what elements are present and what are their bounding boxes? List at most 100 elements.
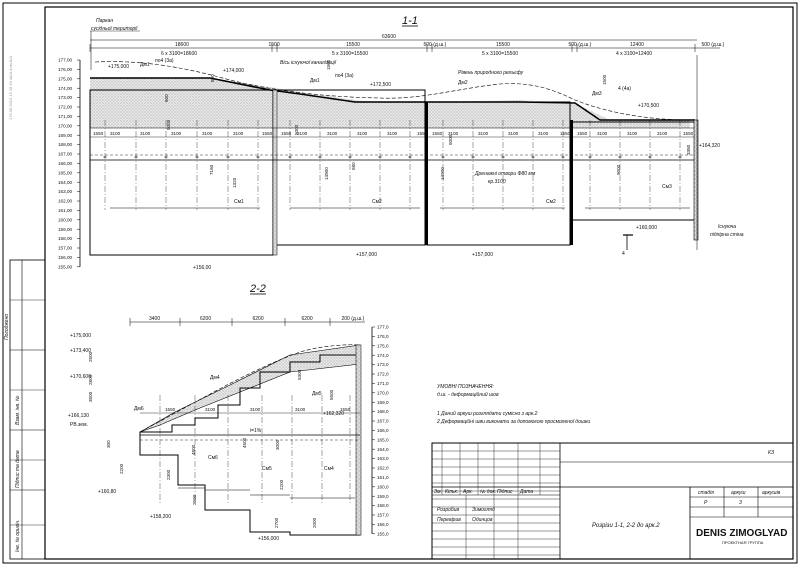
scale-tick: 168,00 — [58, 142, 72, 147]
fence-label-2: сусідньої території — [91, 26, 138, 32]
elevation-scale-1: 177,00176,00175,00174,00173,00172,00171,… — [58, 58, 81, 269]
span-dim-2: 3400 — [149, 316, 160, 322]
scale-tick: 176,00 — [58, 67, 72, 72]
stage-header: стадія — [698, 490, 714, 496]
scale-tick-2: 174,0 — [377, 353, 389, 358]
scale-tick-2: 177,0 — [377, 325, 389, 330]
scale-tick: 177,00 — [58, 58, 72, 63]
stage-value: Р — [704, 500, 708, 506]
h-dim: 3100 — [202, 131, 213, 136]
mark-174: +174,000 — [223, 68, 244, 74]
section-2-title: 2-2 — [249, 283, 266, 295]
v-dim: 3380 — [686, 144, 691, 155]
slab2-sm5: См5 — [262, 466, 272, 472]
title-block-header: Кільк. — [445, 489, 458, 495]
scale-tick-2: 159,0 — [377, 494, 389, 499]
scale-tick-2: 173,0 — [377, 362, 389, 367]
h-dim-2: 3100 — [205, 407, 216, 412]
h-dim: 1550 — [262, 131, 273, 136]
mark2-173-4: +173,400 — [70, 348, 91, 354]
v-dim-2: 5300 — [297, 369, 302, 380]
scale-tick-2: 167,0 — [377, 419, 389, 424]
mark2-162-32: +162,320 — [323, 411, 344, 417]
slab2-sm6: См6 — [208, 455, 218, 461]
stamp-agreed: Погоджено — [4, 314, 10, 340]
scale-tick: 166,00 — [58, 161, 72, 166]
scale-tick: 174,00 — [58, 86, 72, 91]
scale-tick: 155,00 — [58, 264, 72, 269]
company-name: DENIS ZIMOGLYAD — [696, 528, 788, 539]
v-dim-2: 5500 — [329, 389, 334, 400]
title-block — [431, 442, 794, 560]
wall-dm3: Дм3 — [592, 91, 602, 97]
wall2-dm6: Дм6 — [134, 406, 144, 412]
v-dim: 580 — [351, 162, 356, 170]
scale-tick: 163,00 — [58, 189, 72, 194]
scale-tick: 161,00 — [58, 208, 72, 213]
wall-dm1b: Дм1 — [310, 78, 320, 84]
scale-tick: 164,00 — [58, 180, 72, 185]
section-1-title: 1-1 — [402, 15, 418, 27]
h-dim: 1550 — [93, 131, 104, 136]
scale-tick-2: 160,0 — [377, 484, 389, 489]
wall-dm2: Дм2 — [458, 80, 468, 86]
h-dim: 3100 — [627, 131, 638, 136]
span-dim: 15500 — [346, 42, 360, 48]
v-dim: 1500 — [326, 59, 331, 70]
legend: УМОВНІ ПОЗНАЧЕННЯ: д.ш. - деформаційний … — [436, 384, 590, 425]
scale-tick-2: 161,0 — [377, 475, 389, 480]
v-dim: 5000 — [448, 134, 453, 145]
floor-1: по4 (3а) — [155, 58, 174, 64]
v-dim: 14900 — [324, 167, 329, 180]
span-detail: 5 x 3100=15500 — [482, 51, 518, 57]
v-dim-2: 4800 — [191, 444, 196, 455]
title-block-header: № док. — [480, 489, 496, 495]
scale-tick-2: 171,0 — [377, 381, 389, 386]
h-dim: 1550 — [560, 131, 571, 136]
scale-tick: 159,00 — [58, 227, 72, 232]
scale-tick-2: 158,0 — [377, 503, 389, 508]
span-dim: 12400 — [630, 42, 644, 48]
mark-172-5: +172,500 — [370, 82, 391, 88]
h-dim-2: 3100 — [295, 407, 306, 412]
v-dim-2: 2700 — [274, 517, 279, 528]
slab-sm1: См1 — [234, 199, 244, 205]
role-checker: Перевірив — [437, 517, 461, 523]
drawing-code: КЗ — [768, 450, 774, 456]
h-dim: 3100 — [297, 131, 308, 136]
v-dim-2: 2200 — [279, 479, 284, 490]
h-dim: 3100 — [357, 131, 368, 136]
title-block-header: Дата — [519, 489, 533, 495]
slab-sm3: См3 — [662, 184, 672, 190]
v-dim: 9000 — [616, 164, 621, 175]
v-dim-2: 2800 — [88, 374, 93, 385]
wall2-dm4: Дм4 — [210, 375, 220, 381]
h-dim: 3100 — [448, 131, 459, 136]
scale-tick: 160,00 — [58, 217, 72, 222]
margin-code: 176.06.2013 15 18 64 хШ4-4лм-Ш4 — [8, 55, 13, 120]
h-dim: 1550 — [281, 131, 292, 136]
note-1: 1 Даний аркуш розглядати сумісно з арк.2 — [437, 410, 538, 417]
scale-tick: 170,00 — [58, 123, 72, 128]
cut-mark-a: 4 — [622, 251, 625, 257]
scale-tick-2: 164,0 — [377, 447, 389, 452]
stamp-replaced: Взам. інв. № — [15, 395, 21, 425]
mark2-160-8: +160,80 — [98, 489, 116, 495]
slab-sm2b: См2 — [546, 199, 556, 205]
h-dim: 1550 — [417, 131, 428, 136]
v-dim: 1500 — [602, 74, 607, 85]
v-dim-2: 2500 — [192, 494, 197, 505]
v-dim-2: 4500 — [242, 437, 247, 448]
h-dim: 3100 — [140, 131, 151, 136]
v-dim: 600 — [164, 94, 169, 102]
h-dim: 3100 — [387, 131, 398, 136]
mark2-ground: РВ.зем. — [70, 422, 88, 428]
mark-160: +160,000 — [636, 225, 657, 231]
wall2-dm5: Дм5 — [312, 391, 322, 397]
drawing-title: Розрізи 1-1, 2-2 до арк.2 — [592, 523, 660, 529]
h-dim: 3100 — [597, 131, 608, 136]
